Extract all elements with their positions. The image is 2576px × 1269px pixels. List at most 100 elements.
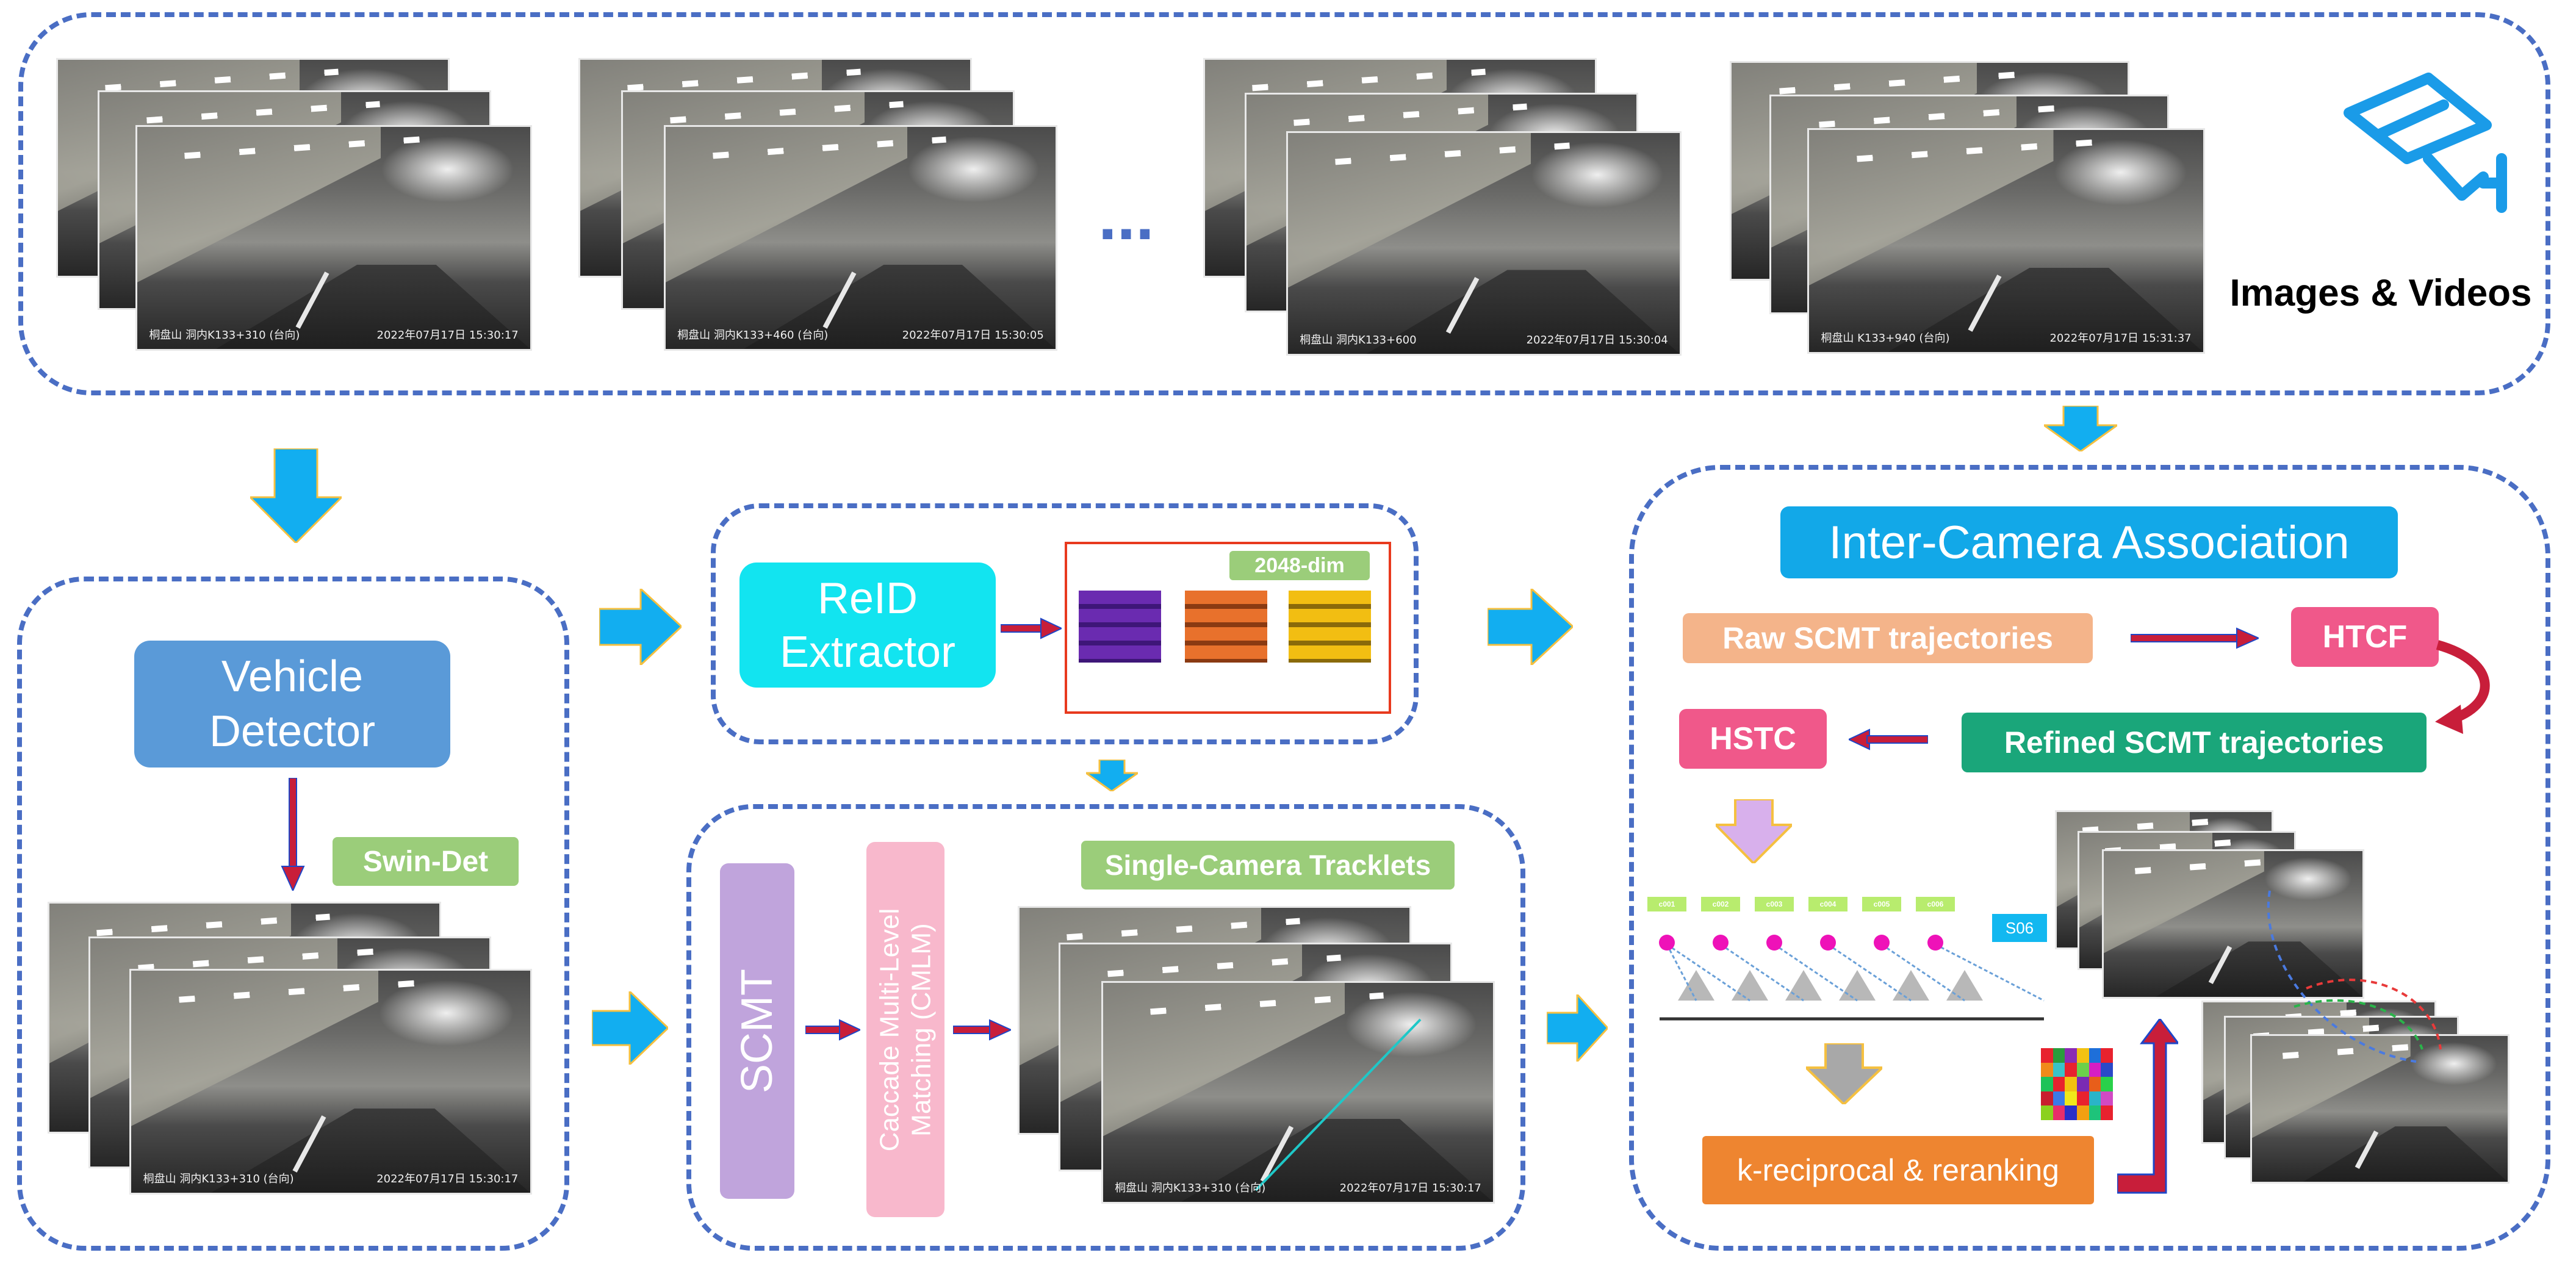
frame-caption: 桐盘山 洞内K133+310 (台向) — [149, 329, 300, 342]
camera-id-tag: c005 — [1862, 897, 1901, 911]
tracking-panel — [686, 804, 1525, 1251]
camera-node — [1927, 935, 1943, 951]
cmlm-label-line2: Matching (CMLM) — [906, 922, 936, 1137]
matrix-cell — [2053, 1077, 2065, 1091]
video-frame-2: 桐盘山 洞内K133+460 (台向)2022年07月17日 15:30:05 — [664, 125, 1057, 351]
frame-caption: 桐盘山 洞内K133+310 (台向) — [143, 1173, 294, 1186]
frame-timestamp: 2022年07月17日 15:30:17 — [1339, 1182, 1481, 1195]
camera-id-tag: c002 — [1701, 897, 1740, 911]
surveillance-camera-icon — [2344, 73, 2507, 213]
htcf-box: HTCF — [2291, 607, 2439, 667]
reid-panel — [711, 503, 1419, 744]
arrow-hstc-down — [1716, 799, 1792, 863]
raw-trajectories-box: Raw SCMT trajectories — [1683, 613, 2093, 663]
camera-coverage-lines — [1660, 943, 2045, 1021]
cmlm-label: Caccade Multi-Level Matching (CMLM) — [874, 908, 937, 1151]
association-frame-bottom — [2250, 1034, 2509, 1184]
camera-node — [1659, 935, 1675, 951]
camera-id-tag: c003 — [1755, 897, 1794, 911]
feature-box — [1065, 542, 1391, 714]
arrow-raw-to-htcf — [2131, 627, 2259, 649]
detector-frame: 桐盘山 洞内K133+310 (台向) 2022年07月17日 15:30:17 — [129, 969, 532, 1195]
arrow-down-small — [1086, 760, 1138, 791]
matrix-cell — [2053, 1091, 2065, 1106]
feature-vector-orange — [1185, 591, 1267, 663]
scene-tag: S06 — [1992, 914, 2047, 942]
images-videos-label: Images & Videos — [2229, 272, 2532, 314]
video-frame-3: 桐盘山 洞内K133+600 2022年07月17日 15:30:04 — [1286, 131, 1682, 356]
matrix-cell — [2041, 1091, 2053, 1106]
vehicle-detector-title-line1: Vehicle — [221, 652, 364, 701]
matrix-cell — [2101, 1048, 2113, 1063]
scmt-box: SCMT — [720, 863, 794, 1199]
reid-title-line1: ReID — [817, 573, 918, 623]
association-panel — [1629, 465, 2550, 1251]
trajectory-line — [1254, 1018, 1422, 1192]
camera-id-tag: c004 — [1808, 897, 1847, 911]
arrow-down-left — [250, 448, 342, 543]
images-videos-panel — [18, 12, 2550, 395]
rerank-box: k-reciprocal & reranking — [1702, 1136, 2094, 1204]
arrow-cmlm-right — [953, 1019, 1011, 1041]
cmlm-box: Caccade Multi-Level Matching (CMLM) — [866, 842, 944, 1217]
matrix-cell — [2089, 1091, 2101, 1106]
matrix-cell — [2089, 1048, 2101, 1063]
matrix-cell — [2065, 1062, 2077, 1077]
scmt-label: SCMT — [733, 969, 782, 1093]
feature-vector-purple — [1079, 591, 1161, 663]
arrow-scmt-right — [805, 1019, 860, 1041]
matrix-cell — [2101, 1091, 2113, 1106]
video-frame-4: 桐盘山 K133+940 (台向)2022年07月17日 15:31:37 — [1807, 128, 2205, 354]
matrix-cell — [2101, 1105, 2113, 1120]
reid-extractor-box: ReID Extractor — [739, 563, 996, 688]
matrix-cell — [2065, 1077, 2077, 1091]
video-frame-1: 桐盘山 洞内K133+310 (台向)2022年07月17日 15:30:17 — [135, 125, 532, 351]
vehicle-detector-box: Vehicle Detector — [134, 641, 450, 768]
matrix-cell — [2053, 1048, 2065, 1063]
feature-vector-yellow — [1289, 591, 1371, 663]
frame-timestamp: 2022年07月17日 15:30:04 — [1526, 334, 1668, 347]
frame-caption: 桐盘山 洞内K133+460 (台向) — [677, 329, 829, 342]
arrow-refined-to-hstc — [1849, 728, 1928, 750]
arrow-right-3 — [592, 991, 668, 1065]
camera-node — [1713, 935, 1729, 951]
matrix-cell — [2101, 1062, 2113, 1077]
matrix-cell — [2089, 1077, 2101, 1091]
arrow-down-right — [2044, 406, 2117, 451]
cmlm-label-line1: Caccade Multi-Level — [874, 908, 904, 1151]
single-camera-tracklets-tag: Single-Camera Tracklets — [1081, 841, 1455, 890]
camera-node — [1874, 935, 1890, 951]
matrix-cell — [2089, 1105, 2101, 1120]
arrow-right-2 — [1488, 589, 1573, 665]
frame-timestamp: 2022年07月17日 15:31:37 — [2049, 332, 2192, 345]
frame-timestamp: 2022年07月17日 15:30:17 — [376, 1173, 519, 1186]
curved-arrow-htcf-refined — [2435, 640, 2490, 734]
matrix-cell — [2076, 1105, 2089, 1120]
frame-caption: 桐盘山 洞内K133+310 (台向) — [1115, 1182, 1266, 1195]
refined-trajectories-box: Refined SCMT trajectories — [1962, 713, 2427, 772]
matrix-cell — [2065, 1091, 2077, 1106]
arrow-right-4 — [1547, 994, 1608, 1062]
arrow-rerank-down — [1806, 1043, 1882, 1104]
camera-id-tag: c006 — [1916, 897, 1955, 911]
matrix-cell — [2076, 1062, 2089, 1077]
matrix-cell — [2076, 1048, 2089, 1063]
matrix-cell — [2089, 1062, 2101, 1077]
matrix-cell — [2053, 1062, 2065, 1077]
matrix-cell — [2101, 1077, 2113, 1091]
camera-node — [1820, 935, 1836, 951]
camera-id-tag: c001 — [1647, 897, 1686, 911]
matrix-cell — [2041, 1105, 2053, 1120]
arrow-detector-down — [281, 778, 305, 891]
matrix-cell — [2041, 1077, 2053, 1091]
vehicle-detector-panel — [17, 577, 569, 1251]
tracklets-frame: 桐盘山 洞内K133+310 (台向) 2022年07月17日 15:30:17 — [1101, 981, 1495, 1204]
hstc-box: HSTC — [1679, 709, 1827, 769]
frame-caption: 桐盘山 洞内K133+600 — [1300, 334, 1417, 347]
matrix-cell — [2053, 1105, 2065, 1120]
cross-camera-match-arcs — [2267, 890, 2442, 1063]
matrix-cell — [2065, 1105, 2077, 1120]
matrix-cell — [2065, 1048, 2077, 1063]
matrix-cell — [2041, 1062, 2053, 1077]
arrow-right-1 — [599, 589, 682, 665]
